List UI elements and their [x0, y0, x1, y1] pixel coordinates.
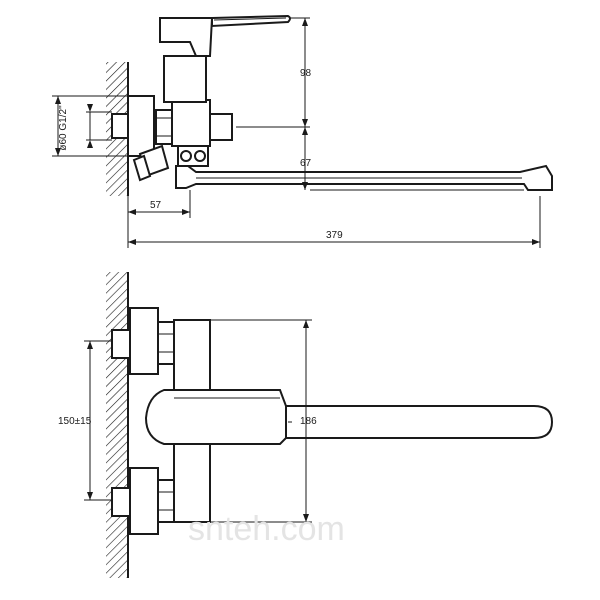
- lever-blade: [211, 14, 291, 28]
- wall-flange-top: [127, 95, 155, 157]
- dim-wall-offset-label: 57: [150, 200, 162, 211]
- dim-connection-label: ø60 G1/2": [58, 105, 69, 151]
- spout-front: [285, 405, 554, 439]
- lever-handle-front: [144, 389, 287, 445]
- diverter-knob: [177, 145, 209, 167]
- side-view: 98 ø60 G1/2" 67 57 379: [52, 14, 553, 248]
- dim-center-distance-label: 150±15: [58, 416, 92, 427]
- lower-connection: [111, 467, 175, 535]
- dim-front-height-label: 186: [300, 416, 317, 427]
- front-view: 150±15 186: [58, 272, 554, 578]
- wall-hatch-front: [106, 272, 128, 578]
- dim-lines-side: [52, 17, 541, 248]
- cartridge-housing: [163, 55, 207, 103]
- body-cap-right: [209, 113, 233, 141]
- watermark: snteh.com: [188, 510, 345, 548]
- lever-handle-side: [159, 17, 214, 57]
- dim-height-label: 98: [300, 68, 312, 79]
- dim-spout-height-label: 67: [300, 158, 312, 169]
- eccentric-fitting: [111, 113, 129, 139]
- dim-total-length-label: 379: [326, 230, 343, 241]
- upper-connection: [111, 307, 175, 375]
- dim-lines-front: [84, 319, 312, 523]
- mixer-body-side: [171, 99, 211, 147]
